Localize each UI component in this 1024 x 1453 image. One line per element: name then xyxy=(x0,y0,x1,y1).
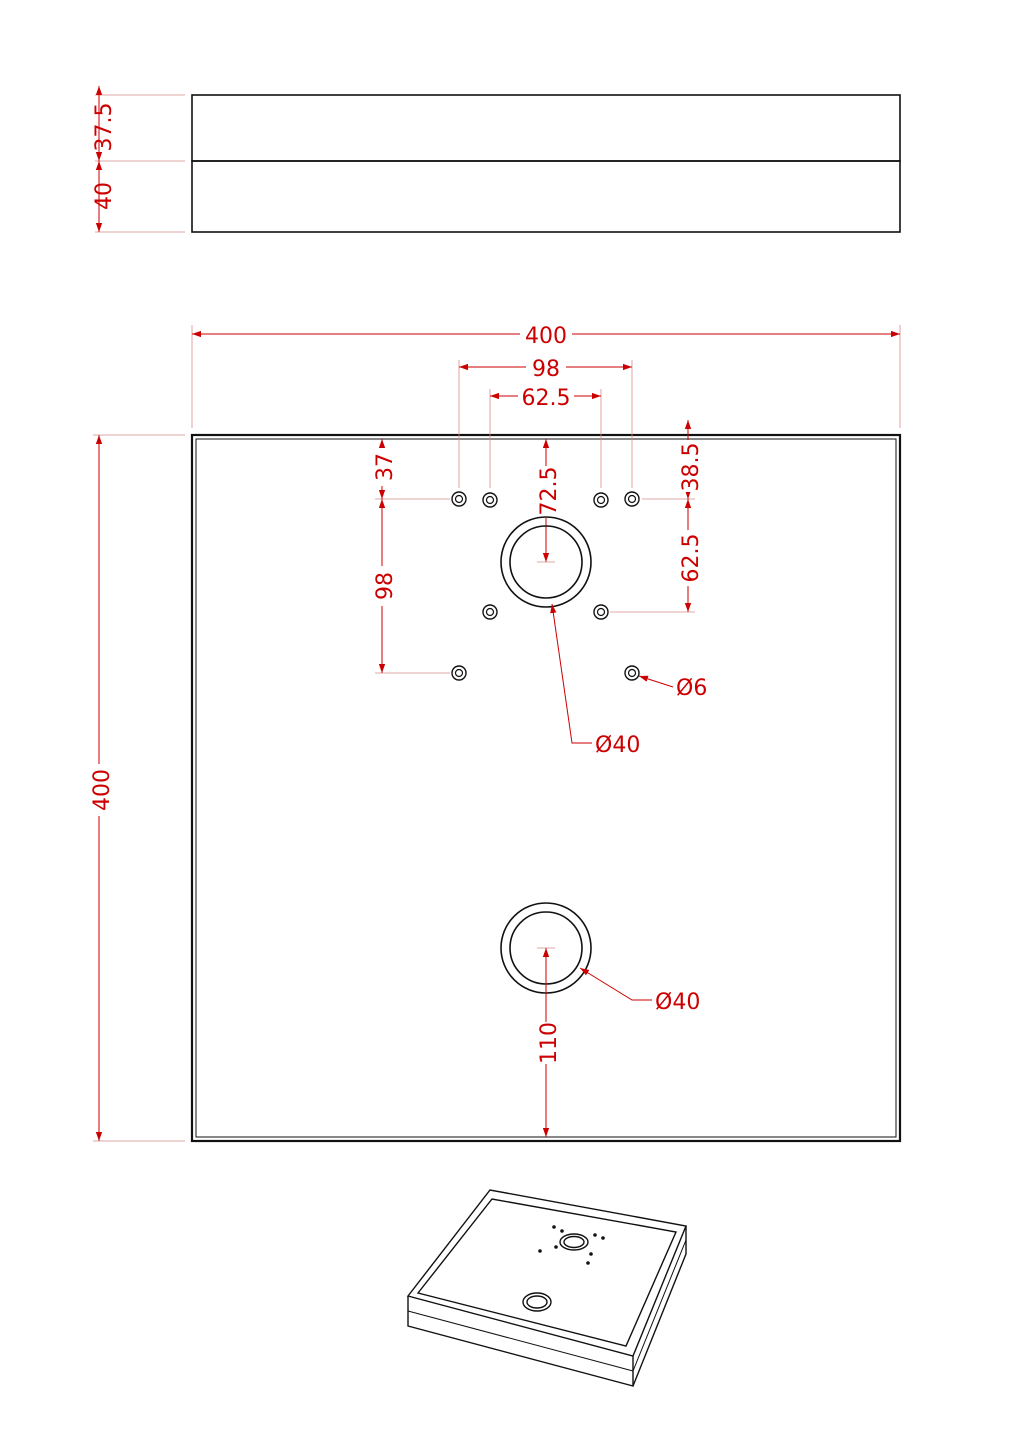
lower-hole-offset-label: 110 xyxy=(537,1022,562,1064)
left-vertical-spacing-label: 98 xyxy=(373,572,398,600)
right-vertical-spacing-label: 62.5 xyxy=(679,534,704,583)
mount-hole xyxy=(624,491,640,507)
height-dimension-label: 400 xyxy=(90,769,115,811)
side-view-lower-block xyxy=(191,160,901,233)
mount-hole xyxy=(593,604,609,620)
mount-hole-diameter-label: Ø6 xyxy=(676,676,707,701)
mount-hole xyxy=(451,665,467,681)
isometric-view xyxy=(406,1189,687,1387)
leader-lower-hole xyxy=(579,967,652,1001)
mounting-holes xyxy=(451,491,640,681)
side-upper-height-label: 37.5 xyxy=(92,103,117,152)
upper-drain-hole-outer xyxy=(500,516,592,608)
inner-hole-spacing-label: 62.5 xyxy=(522,386,571,411)
top-view: 400 98 62.5 37 98 38.5 62.5 72.5 xyxy=(86,320,902,1143)
side-view: 37.5 40 xyxy=(92,86,901,233)
lower-hole-diameter-label: Ø40 xyxy=(655,990,700,1015)
mount-hole xyxy=(624,665,640,681)
iso-top-rim-inner xyxy=(416,1198,677,1347)
tray-outline-outer xyxy=(190,433,902,1143)
outer-hole-spacing-label: 98 xyxy=(532,357,560,382)
leader-upper-hole xyxy=(550,603,592,744)
upper-drain-hole-inner xyxy=(509,525,583,599)
top-offset-left-label: 37 xyxy=(373,453,398,481)
mount-hole xyxy=(451,491,467,507)
mount-hole xyxy=(482,492,498,508)
top-offset-right-label: 38.5 xyxy=(679,443,704,492)
side-view-upper-block xyxy=(191,94,901,162)
iso-top-rim-outer xyxy=(406,1189,687,1357)
mount-hole xyxy=(593,492,609,508)
leader-mount-hole xyxy=(638,675,674,688)
center-hole-offset-label: 72.5 xyxy=(537,467,562,516)
upper-hole-diameter-label: Ø40 xyxy=(595,733,640,758)
iso-lower-hole xyxy=(522,1292,552,1312)
side-lower-height-label: 40 xyxy=(92,182,117,210)
width-dimension-label: 400 xyxy=(525,324,567,349)
mount-hole xyxy=(482,604,498,620)
iso-upper-hole xyxy=(559,1233,589,1251)
iso-mount-holes xyxy=(538,1225,605,1265)
iso-right-face xyxy=(632,1226,687,1387)
